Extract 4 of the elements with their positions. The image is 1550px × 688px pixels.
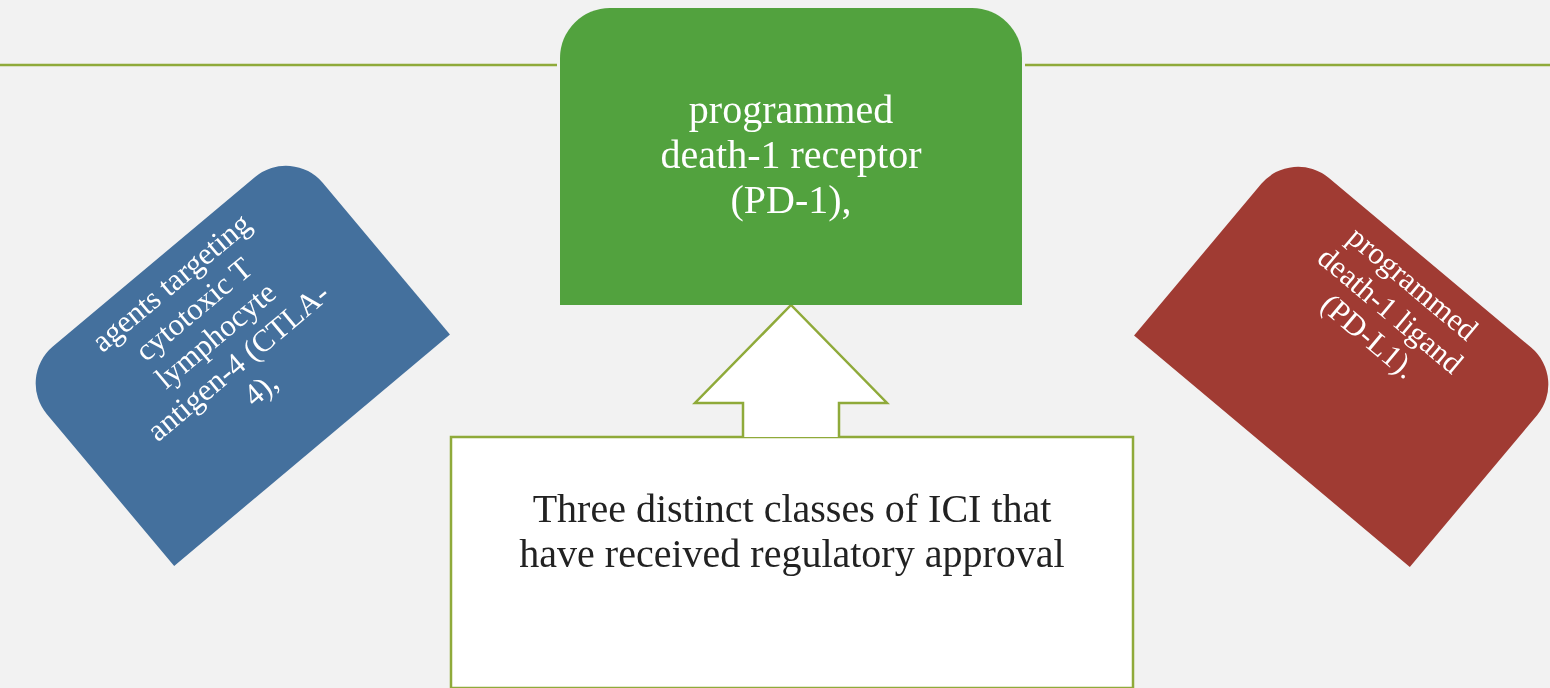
category-card	[560, 8, 1022, 305]
node-label: Three distinct classes of ICI that have received regulatory approval	[518, 487, 1066, 577]
node-label: programmed death-1 receptor (PD-1),	[659, 88, 923, 223]
block-arrow	[692, 303, 890, 439]
